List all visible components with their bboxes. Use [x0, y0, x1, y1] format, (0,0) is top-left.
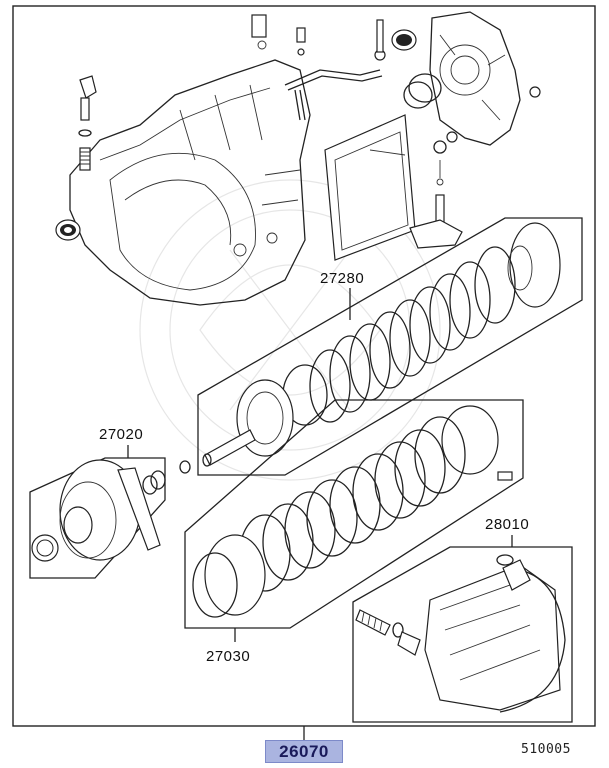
valve-body-28010 [355, 554, 566, 713]
box-27020 [29, 445, 166, 579]
clutch-plates-27030 [192, 405, 513, 618]
box-27280 [197, 217, 583, 476]
oil-pipe [251, 14, 386, 121]
label-28010: 28010 [485, 516, 530, 533]
clutch-drums-27280 [202, 222, 561, 467]
rubber-seals-top [391, 29, 458, 154]
oil-seal-left [55, 219, 81, 241]
box-28010 [352, 535, 573, 723]
label-27020: 27020 [99, 426, 144, 443]
drawing-code: 510005 [521, 742, 571, 757]
label-27280: 27280 [320, 270, 365, 287]
oil-pump-27020 [31, 459, 191, 562]
transmission-case [69, 59, 311, 306]
bell-housing [429, 11, 541, 146]
speed-sensor [78, 75, 97, 171]
main-part-label[interactable]: 26070 [265, 740, 343, 763]
box-27030 [184, 399, 524, 642]
oil-pan [324, 114, 416, 261]
oil-strainer [409, 160, 463, 249]
label-27030: 27030 [206, 648, 251, 665]
